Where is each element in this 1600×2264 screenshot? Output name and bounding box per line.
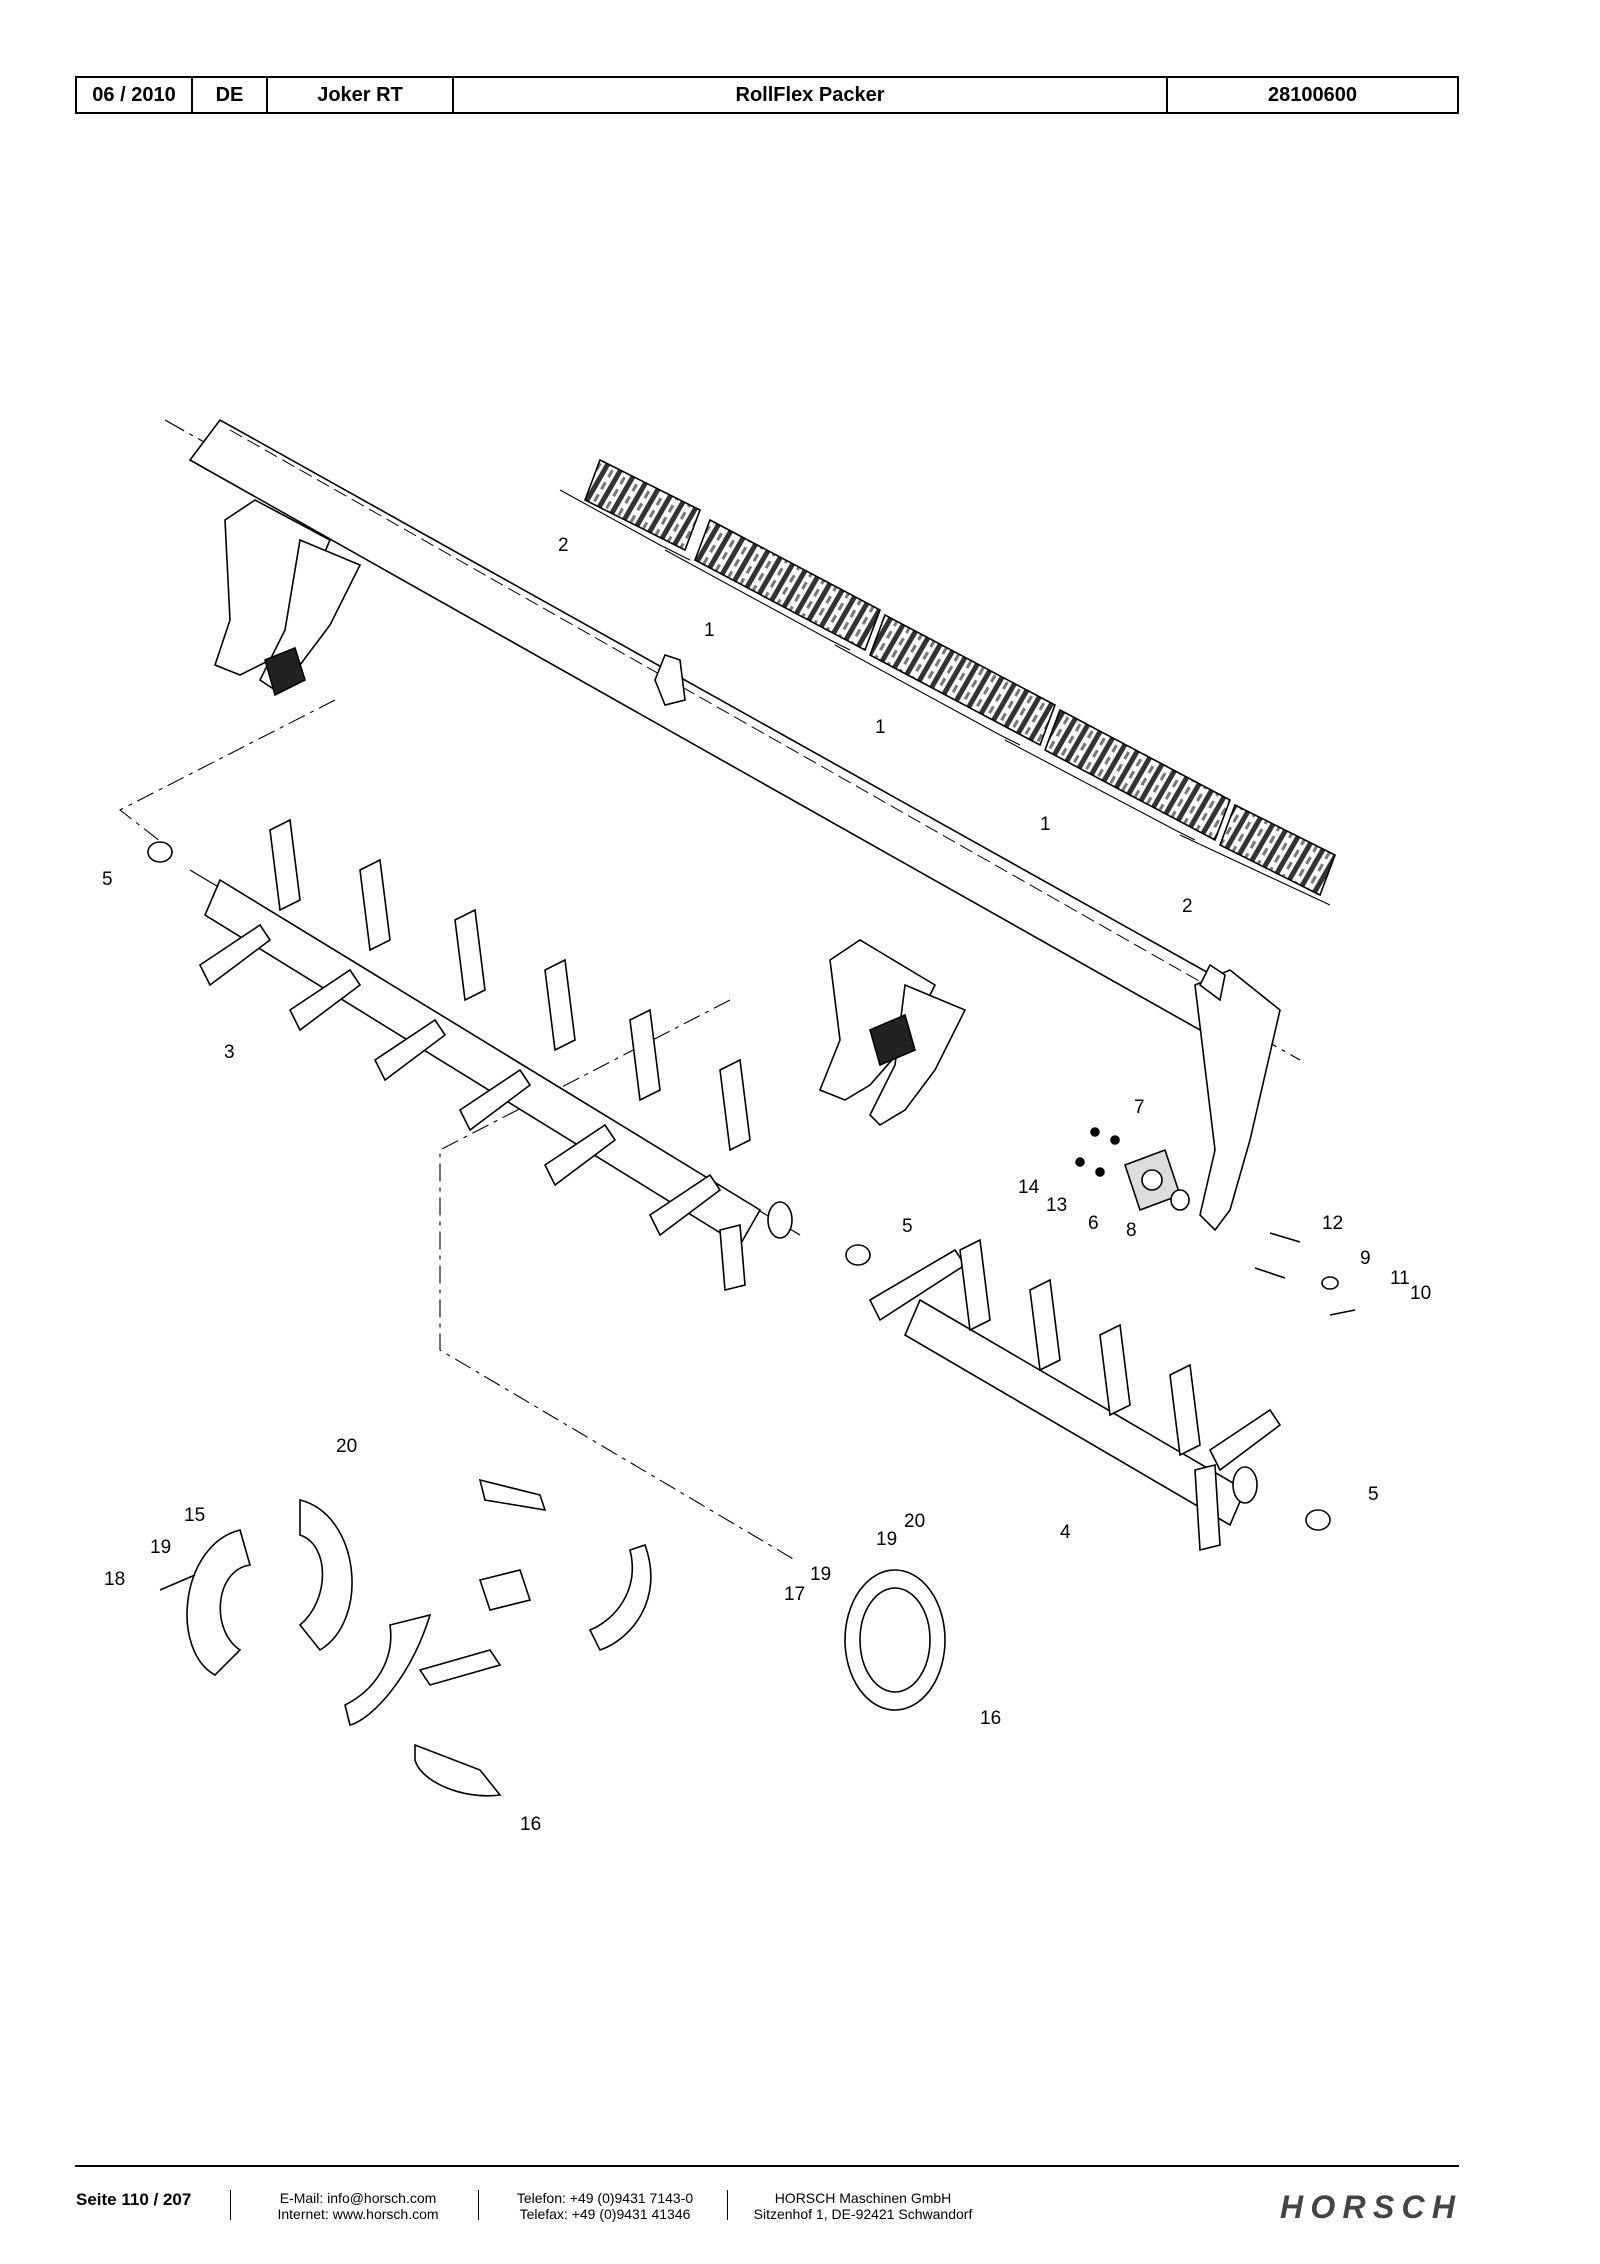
callout-5: 5: [1368, 1484, 1379, 1505]
callout-1: 1: [875, 717, 886, 738]
callout-16: 16: [980, 1708, 1001, 1729]
roller-segment: [694, 518, 881, 652]
bearing-hardware: [1075, 1127, 1356, 1316]
crumbler-blades: [198, 818, 751, 1292]
footer-separator: [230, 2190, 231, 2220]
callout-7: 7: [1134, 1097, 1145, 1118]
callout-6: 6: [1088, 1213, 1099, 1234]
footer-contact-web: E-Mail: info@horsch.com Internet: www.ho…: [258, 2190, 458, 2222]
callout-19: 19: [876, 1529, 897, 1550]
footer-address: Sitzenhof 1, DE-92421 Schwandorf: [753, 2206, 973, 2222]
callout-13: 13: [1046, 1195, 1067, 1216]
callout-19: 19: [150, 1537, 171, 1558]
roller-segment: [869, 613, 1056, 747]
rollflex-roller-segments: [559, 458, 1337, 906]
roller-segment: [1218, 803, 1337, 897]
footer-email: E-Mail: info@horsch.com: [279, 2190, 437, 2206]
callout-3: 3: [224, 1042, 235, 1063]
footer-internet: Internet: www.horsch.com: [277, 2206, 439, 2222]
header-machine: Joker RT: [268, 78, 454, 112]
callout-20: 20: [904, 1511, 925, 1532]
callout-12: 12: [1322, 1213, 1343, 1234]
header-part-number: 28100600: [1268, 83, 1357, 106]
logo-text: HORSCH: [1280, 2189, 1456, 2224]
footer-rule: [75, 2165, 1459, 2167]
footer-company: HORSCH Maschinen GmbH: [774, 2190, 952, 2206]
callout-1: 1: [1040, 814, 1051, 835]
callout-19: 19: [810, 1564, 831, 1585]
callout-2: 2: [558, 535, 569, 556]
callout-9: 9: [1360, 1248, 1371, 1269]
footer-separator: [727, 2190, 728, 2220]
callout-2: 2: [1182, 896, 1193, 917]
callout-17: 17: [784, 1584, 805, 1605]
callout-4: 4: [1060, 1522, 1071, 1543]
callout-15: 15: [184, 1505, 205, 1526]
horsch-logo: HORSCH: [1280, 2189, 1456, 2224]
footer-fax: Telefax: +49 (0)9431 41346: [519, 2206, 691, 2222]
header-assembly: RollFlex Packer: [454, 78, 1168, 112]
header-table: 06 / 2010 DE Joker RT RollFlex Packer 28…: [75, 76, 1459, 114]
callout-16: 16: [520, 1814, 541, 1835]
header-date: 06 / 2010: [77, 78, 193, 112]
callout-5: 5: [102, 869, 113, 890]
roller-segment: [583, 458, 702, 552]
callout-11: 11: [1390, 1268, 1410, 1289]
callout-20: 20: [336, 1436, 357, 1457]
callout-10: 10: [1410, 1283, 1431, 1304]
callout-18: 18: [104, 1569, 125, 1590]
page-number: Seite 110 / 207: [76, 2190, 192, 2209]
callout-14: 14: [1018, 1177, 1040, 1198]
header-language: DE: [193, 78, 268, 112]
callout-8: 8: [1126, 1220, 1137, 1241]
footer-company-block: HORSCH Maschinen GmbH Sitzenhof 1, DE-92…: [748, 2190, 978, 2222]
footer-phone: Telefon: +49 (0)9431 7143-0: [516, 2190, 694, 2206]
frame-assembly: [118, 418, 1301, 1561]
crumbler-shaft-upper: [147, 818, 871, 1292]
callout-1: 1: [704, 620, 715, 641]
crumbler-shaft-lower: [868, 1238, 1331, 1552]
scraper-parts: [159, 1478, 946, 1797]
callout-5: 5: [902, 1216, 913, 1237]
footer-contact-phone: Telefon: +49 (0)9431 7143-0 Telefax: +49…: [505, 2190, 705, 2222]
callout-labels: 2 1 1 1 2 5 3 5 5 4 7 14 13 6 8 12 9 11 …: [102, 535, 1431, 1835]
footer-separator: [478, 2190, 479, 2220]
roller-segment: [1044, 708, 1231, 842]
